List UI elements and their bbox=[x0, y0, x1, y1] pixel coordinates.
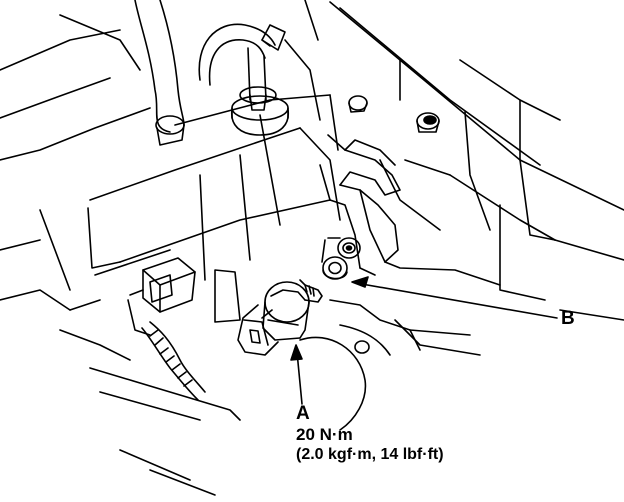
cylinder-head-cover bbox=[329, 1, 624, 321]
sensor-connector bbox=[127, 257, 206, 401]
oil-filter bbox=[299, 299, 481, 431]
mounting-bracket bbox=[319, 134, 501, 286]
torque-spec-nm: 20 N·m bbox=[296, 425, 353, 444]
oil-pressure-switch-a bbox=[237, 279, 323, 356]
callout-b-label: B bbox=[561, 308, 575, 329]
callout-a-leader bbox=[290, 344, 303, 405]
torque-spec-alt-units: (2.0 kgf·m, 14 lbf·ft) bbox=[296, 446, 444, 463]
callout-a-label: A bbox=[296, 403, 310, 424]
callout-b-leader bbox=[351, 276, 558, 319]
hoses bbox=[134, 0, 289, 146]
bolt-caps bbox=[348, 95, 440, 133]
callout-a: A 20 N·m (2.0 kgf·m, 14 lbf·ft) bbox=[296, 404, 444, 463]
oil-ports bbox=[321, 237, 361, 263]
sealing-washer-b bbox=[322, 256, 348, 280]
engine-block-outline bbox=[0, 0, 341, 496]
